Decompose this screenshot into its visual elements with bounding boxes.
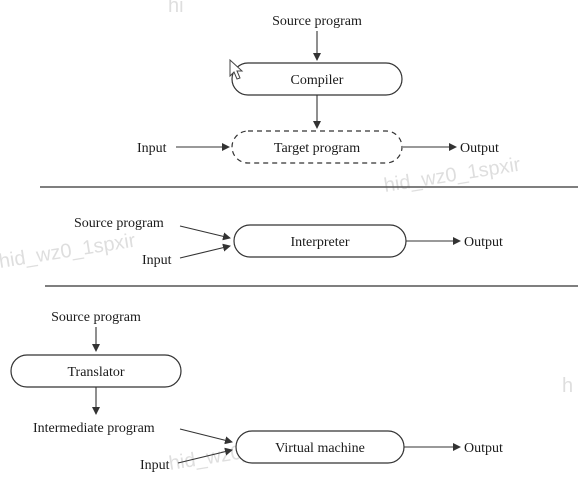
watermark: hi: [168, 0, 184, 17]
watermark: hid_wz0_1spxir: [382, 154, 522, 197]
input-label: Input: [140, 458, 170, 473]
interpreter-label: Interpreter: [290, 235, 349, 250]
virtual-machine-label: Virtual machine: [275, 441, 365, 456]
compiler-label: Compiler: [291, 73, 344, 88]
input-to-vm-arrow: [177, 447, 233, 464]
input-label: Input: [142, 253, 172, 268]
intermediate-program-label: Intermediate program: [33, 421, 155, 436]
output-label: Output: [464, 235, 503, 250]
watermark: hid_wz0_1spxir: [0, 230, 137, 273]
target-program-node: [231, 130, 403, 164]
source-program-label: Source program: [74, 216, 164, 231]
input-to-interpreter-arrow: [179, 243, 231, 259]
source-program-label: Source program: [51, 310, 141, 325]
source-to-interpreter-arrow: [179, 225, 231, 241]
mouse-cursor-icon: [229, 58, 244, 80]
input-label: Input: [137, 141, 167, 156]
target-program-label: Target program: [274, 141, 360, 156]
watermark: h: [562, 375, 573, 397]
intermediate-to-vm-arrow: [179, 428, 233, 445]
source-program-label: Source program: [272, 14, 362, 29]
output-label: Output: [460, 141, 499, 156]
translator-label: Translator: [67, 365, 124, 380]
output-label: Output: [464, 441, 503, 456]
